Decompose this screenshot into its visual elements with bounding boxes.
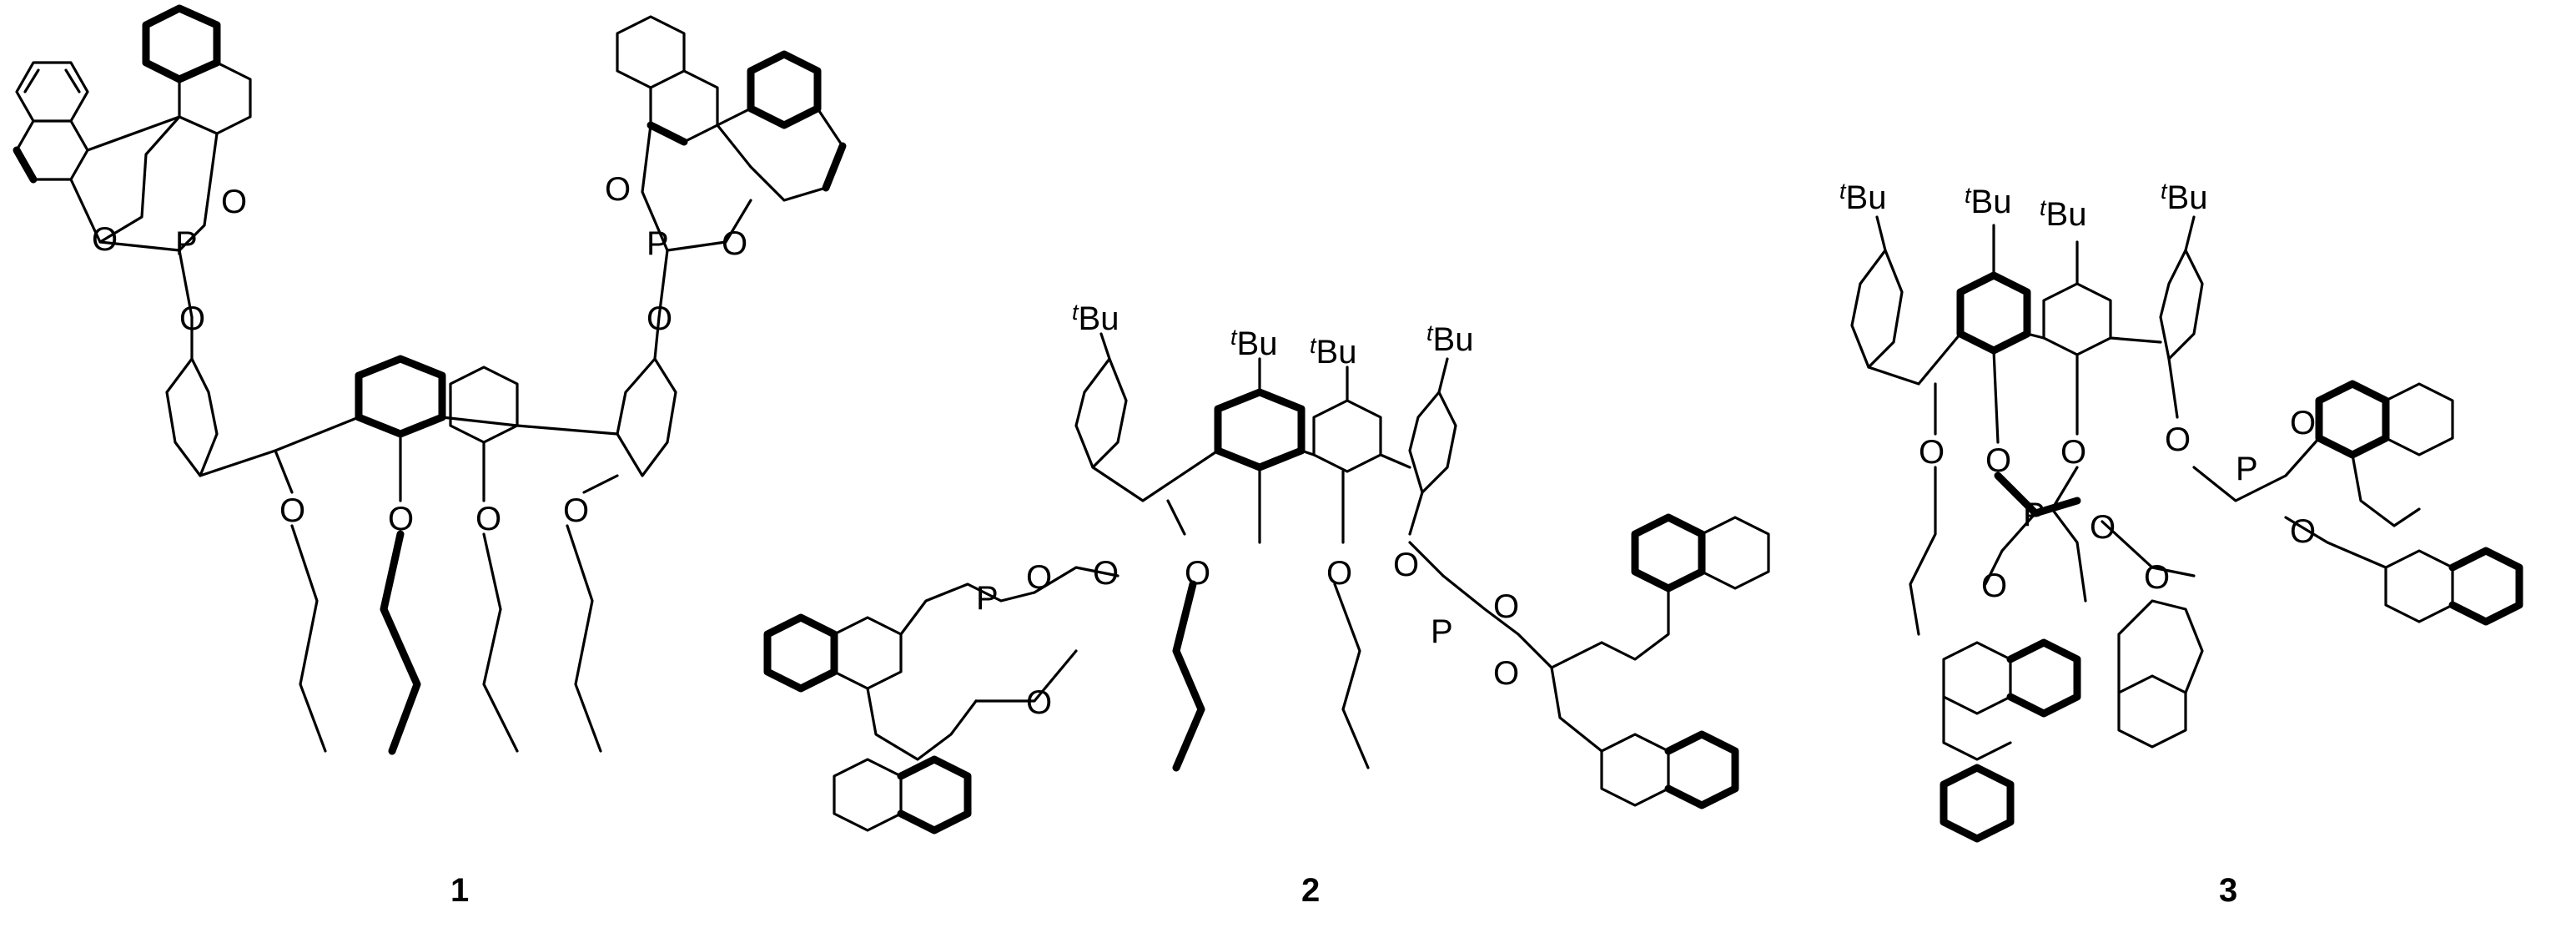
compound-3-oxygen-label: O xyxy=(2144,559,2170,596)
compound-2-oxygen-label: O xyxy=(1393,547,1419,583)
compound-3-oxygen-label: O xyxy=(2060,434,2086,471)
compound-3-oxygen-label: O xyxy=(1985,442,2011,479)
compound-3-bonds xyxy=(1850,215,2523,843)
compound-3-oxygen-label: O xyxy=(2165,421,2191,458)
compound-1-phosphorus-right: P xyxy=(647,225,669,262)
compound-1-structure: P O O O P O O O O O O O 1 xyxy=(13,4,847,909)
compound-3-oxygen-label: O xyxy=(2290,513,2316,550)
compound-2-atom-labels: tBu tBu tBu tBu P O O O O O O P O O xyxy=(976,300,1519,721)
compound-3-oxygen-label: O xyxy=(2290,405,2316,441)
compound-3-tbu-label: tBu xyxy=(1839,179,1886,216)
compound-1-oxygen-label: O xyxy=(388,501,414,537)
compound-3-phosphorus-center: P xyxy=(2023,497,2045,533)
compound-1-oxygen-label: O xyxy=(179,300,205,337)
compound-3-oxygen-label: O xyxy=(1919,434,1945,471)
compound-2-tbu-label: tBu xyxy=(1426,320,1473,358)
compound-2-oxygen-label: O xyxy=(1185,555,1210,592)
compound-1-bonds xyxy=(13,4,847,755)
compound-1-oxygen-label: O xyxy=(475,501,501,537)
compound-1-oxygen-label: O xyxy=(722,225,747,262)
compound-3-oxygen-label: O xyxy=(1981,567,2007,604)
compound-3-oxygen-label: O xyxy=(2090,509,2116,546)
compound-2-oxygen-label: O xyxy=(1326,555,1352,592)
compound-3-tbu-label: tBu xyxy=(2161,179,2207,216)
compound-2-oxygen-label: O xyxy=(1026,684,1052,721)
compound-1-oxygen-label: O xyxy=(647,300,672,337)
compound-2-structure: tBu tBu tBu tBu P O O O O O O P O O 2 xyxy=(763,300,1770,909)
compound-1-oxygen-label: O xyxy=(279,492,305,529)
compound-1-oxygen-label: O xyxy=(92,221,118,258)
compound-1-oxygen-label: O xyxy=(605,171,631,208)
compound-2-bonds xyxy=(763,332,1770,835)
compound-2-phosphorus-right: P xyxy=(1431,613,1453,650)
compound-3-number: 3 xyxy=(2219,872,2237,909)
compound-1-atom-labels: P O O O P O O O O O O O xyxy=(92,171,747,537)
compound-2-phosphorus-left: P xyxy=(976,580,999,617)
compound-1-oxygen-label: O xyxy=(563,492,589,529)
compound-2-oxygen-label: O xyxy=(1093,555,1119,592)
compound-1-phosphorus-left: P xyxy=(175,225,198,262)
compound-2-number: 2 xyxy=(1301,872,1320,909)
compound-3-tbu-label: tBu xyxy=(2040,195,2086,233)
compound-2-tbu-label: tBu xyxy=(1230,325,1277,362)
compound-1-oxygen-label: O xyxy=(221,184,247,220)
compound-3-tbu-label: tBu xyxy=(1965,183,2011,220)
compound-2-tbu-label: tBu xyxy=(1310,333,1356,371)
compound-3-atom-labels: tBu tBu tBu tBu O O O P O O O O P O O xyxy=(1839,179,2316,604)
compound-3-structure: tBu tBu tBu tBu O O O P O O O O P O O 3 xyxy=(1839,179,2523,909)
compound-2-tbu-label: tBu xyxy=(1072,300,1119,337)
compound-2-oxygen-label: O xyxy=(1493,655,1519,692)
compound-2-oxygen-label: O xyxy=(1493,588,1519,625)
compound-1-number: 1 xyxy=(450,872,469,909)
compound-3-phosphorus-right: P xyxy=(2236,451,2258,487)
compound-2-oxygen-label: O xyxy=(1026,559,1052,596)
